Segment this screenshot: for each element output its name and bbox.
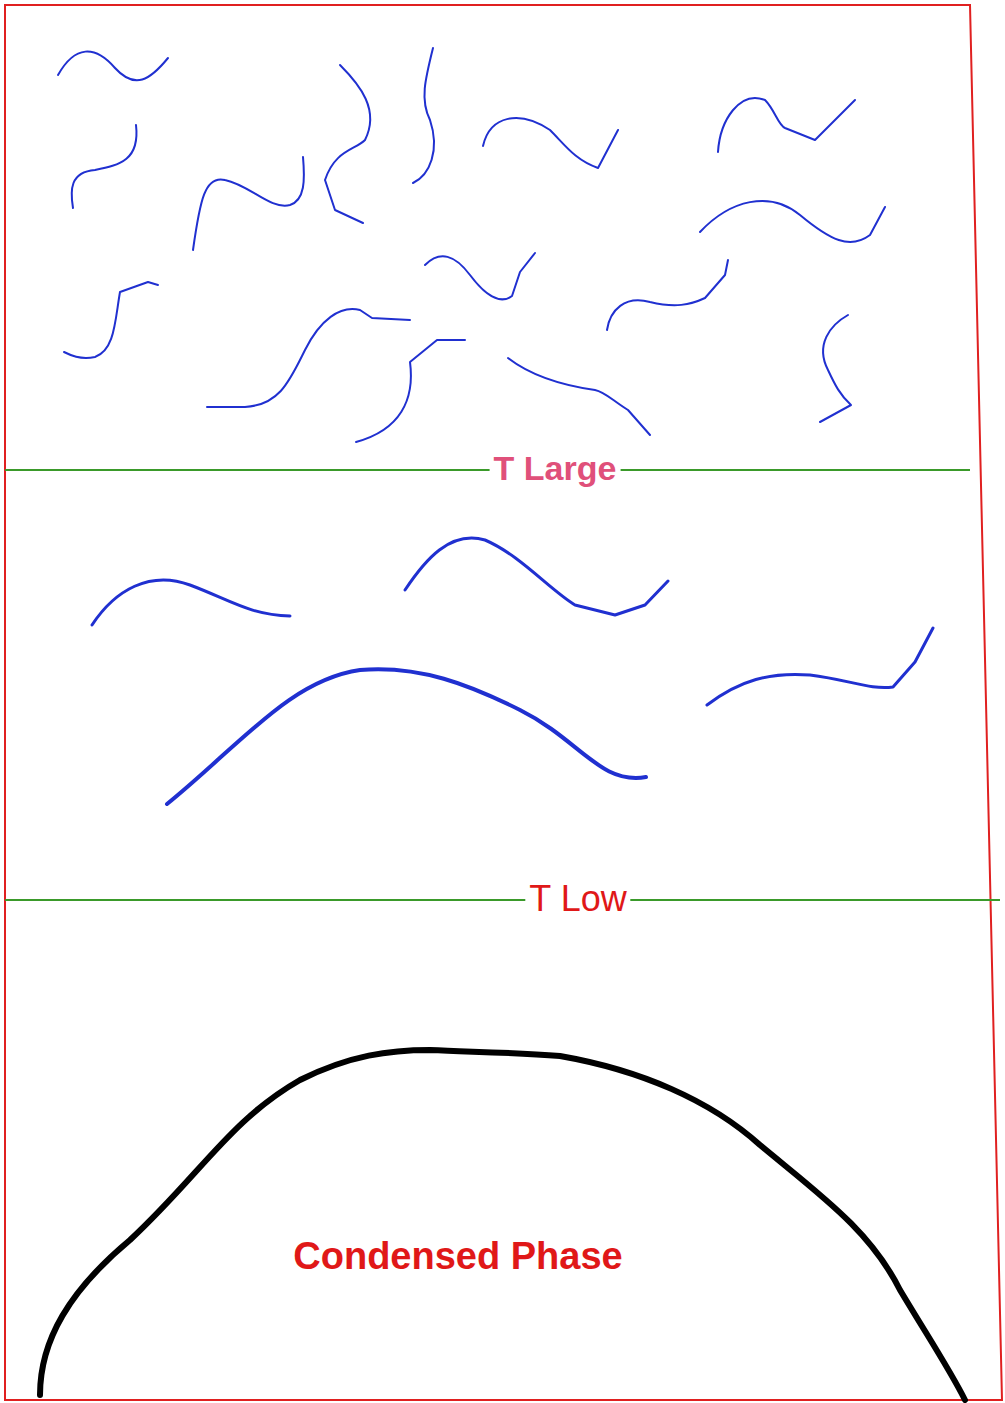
region-outline	[35, 1040, 970, 1403]
temperature-line	[5, 899, 1000, 901]
liquid-molecules	[92, 538, 933, 804]
gas-molecules	[58, 48, 885, 442]
condensed-phase-region: Condensed Phase	[35, 1040, 970, 1403]
temperature-label: T Low	[525, 879, 630, 919]
region-label: Condensed Phase	[293, 1236, 622, 1278]
temperature-line	[5, 469, 970, 471]
temperature-label: T Large	[490, 450, 621, 487]
container-frame	[5, 5, 1002, 1400]
